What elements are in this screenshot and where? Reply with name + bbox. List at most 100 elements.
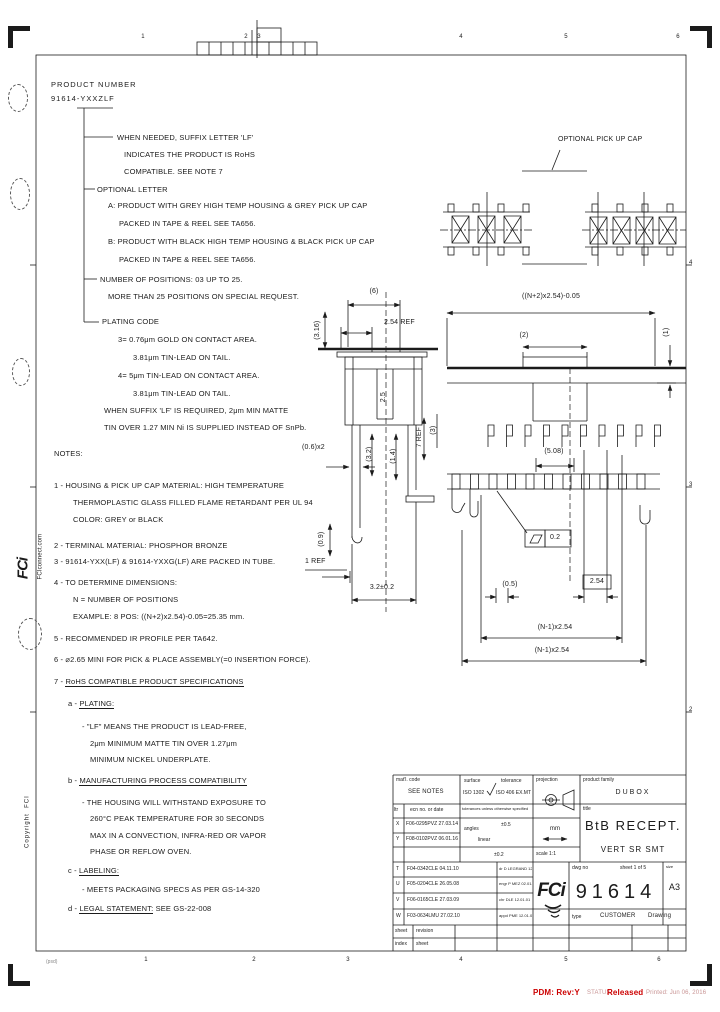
corner-trim-marks	[8, 26, 712, 986]
pick-up-cap-label: OPTIONAL PICK UP CAP	[558, 136, 643, 143]
zone-right-4: 4	[689, 260, 693, 266]
angles-label: angles	[464, 826, 479, 832]
note-7c-text: LABELING:	[79, 866, 120, 876]
scale-label: scale 1:1	[536, 851, 557, 857]
tolerance-note: tolerances unless otherwise specified	[462, 806, 529, 811]
dim-0-6-x2: (0.6)x2	[302, 444, 325, 451]
dim-7-ref: 7 REF	[415, 426, 423, 448]
dim-1: (1)	[662, 327, 670, 337]
note-7b-line: 260°C PEAK TEMPERATURE FOR 30 SECONDS	[90, 814, 265, 823]
type-value: CUSTOMER	[600, 913, 636, 919]
rev-ecn: F06-0295PVZ 27.03.14	[406, 821, 458, 827]
product-number-header: PRODUCT NUMBER	[51, 80, 137, 89]
tolerance-std: ISO 406 EX.MT	[496, 790, 532, 796]
tape-view	[440, 149, 686, 266]
notes-title: NOTES:	[54, 449, 83, 458]
zone-bottom-3: 3	[346, 957, 350, 963]
dwg-number: 91614	[575, 881, 657, 903]
matl-code-label: mat'l. code	[396, 777, 421, 783]
note-7a: a - PLATING:	[68, 699, 115, 709]
approval-role: engr	[499, 882, 508, 886]
type-value2: Drawing	[648, 913, 672, 919]
dim-2-5: 2.5	[379, 392, 387, 403]
plating-line: WHEN SUFFIX 'LF' IS REQUIRED, 2μm MIN MA…	[104, 406, 289, 415]
product-family-label: product family	[583, 777, 615, 783]
dim-n-plus-2: ((N+2)x2.54)-0.05	[522, 293, 580, 300]
pdm-revision-text: PDM: Rev:Y	[533, 988, 580, 997]
rev-ecn: F04-0342CLE 04.11.10	[407, 866, 459, 872]
dim-2: (2)	[519, 332, 529, 339]
optional-letter-title: OPTIONAL LETTER	[97, 185, 168, 194]
product-family-value: DUBOX	[615, 789, 651, 796]
note-1b: THERMOPLASTIC GLASS FILLED FLAME RETARDA…	[73, 498, 313, 507]
approval-date: 02.01.01	[521, 882, 532, 886]
approval-date: 12.01.01	[528, 867, 532, 871]
approval-name: PME	[509, 914, 518, 918]
note-4c: EXAMPLE: 8 POS: ((N+2)x2.54)-0.05=25.35 …	[73, 612, 245, 621]
zone-top-3: 3	[257, 34, 261, 40]
note-7a-line: - "LF" MEANS THE PRODUCT IS LEAD-FREE,	[82, 722, 247, 731]
bottom-revision-label: revision	[416, 928, 434, 934]
note-7b-line: - THE HOUSING WILL WITHSTAND EXPOSURE TO	[82, 798, 266, 807]
approval-date: 12.01.01	[514, 898, 531, 902]
unit-label: mm	[549, 826, 561, 832]
note-7c-line: - MEETS PACKAGING SPECS AS PER GS-14-320	[82, 885, 260, 894]
ecn-header: ecn no. or date	[410, 807, 444, 813]
product-number-value: 91614-YXXZLF	[51, 94, 115, 103]
note-7b-prefix: b -	[68, 776, 80, 785]
approval-date: 12.01.01	[518, 914, 532, 918]
note-7a-prefix: a -	[68, 699, 80, 708]
note-2: 2 - TERMINAL MATERIAL: PHOSPHOR BRONZE	[54, 541, 228, 550]
zone-top-1: 1	[141, 34, 145, 40]
dim-0-5: (0.5)	[502, 581, 518, 588]
flatness-value: 0.2	[550, 534, 561, 541]
zone-top-2: 2	[244, 34, 248, 40]
dim-3-2-tol: 3.2±0.2	[369, 584, 395, 591]
approval-role: chr	[499, 898, 505, 902]
sheet-frame	[30, 30, 692, 952]
bottom-sheet2-label: sheet	[416, 941, 429, 947]
matl-code-value: SEE NOTES	[408, 789, 444, 795]
rev-ltr: W	[396, 913, 401, 919]
approval-row: dr D LEGRAND 12.01.01	[499, 867, 532, 872]
plating-line: 3.81μm TIN-LEAD ON TAIL.	[133, 389, 231, 398]
note-7c-prefix: c -	[68, 866, 80, 875]
sheet-info: sheet 1 of 5	[620, 865, 647, 871]
plating-line: 4= 5μm TIN-LEAD ON CONTACT AREA.	[118, 371, 260, 380]
optional-letter-b2: PACKED IN TAPE & REEL SEE TA656.	[119, 255, 256, 264]
note-7d-text: LEGAL STATEMENT:	[79, 904, 154, 914]
lf-note-line: INDICATES THE PRODUCT IS RoHS	[124, 150, 256, 159]
angles-value: ±0.5	[501, 822, 511, 828]
plating-code-title: PLATING CODE	[102, 317, 160, 326]
dim-n-minus-1-a: (N-1)x2.54	[537, 624, 573, 631]
title-block-grid	[392, 774, 686, 951]
note-7a-line: 2μm MINIMUM MATTE TIN OVER 1.27μm	[90, 739, 238, 748]
side-view	[305, 292, 438, 612]
optional-letter-a: A: PRODUCT WITH GREY HIGH TEMP HOUSING &…	[108, 201, 368, 210]
status-value: Released	[607, 988, 644, 997]
dim-1-ref: 1 REF	[305, 558, 326, 565]
status-label: STATUS:	[587, 990, 613, 996]
rev-ltr: X	[396, 821, 400, 827]
note-7b-line: PHASE OR REFLOW OVEN.	[90, 847, 192, 856]
linear-value: ±0.2	[494, 852, 504, 858]
lf-note-line: COMPATIBLE. SEE NOTE 7	[124, 167, 223, 176]
note-7d-prefix: d -	[68, 904, 80, 913]
zone-right-3: 3	[689, 482, 693, 488]
note-7b-text: MANUFACTURING PROCESS COMPATIBILITY	[79, 776, 247, 786]
fci-logo-margin: FCi	[14, 557, 32, 580]
dim-2-54: 2.54	[589, 578, 605, 585]
approval-role: dr	[499, 867, 503, 871]
optional-letter-a2: PACKED IN TAPE & REEL SEE TA656.	[119, 219, 256, 228]
projection-label: projection	[536, 777, 558, 783]
dim-3: (3)	[429, 425, 437, 435]
rev-ltr: U	[396, 881, 400, 887]
punch-mark	[10, 178, 30, 210]
bottom-sheet-label: sheet	[395, 928, 408, 934]
approval-name: DLE	[505, 898, 514, 902]
approval-row: appd PME 12.01.01	[499, 914, 532, 919]
printed-date: Printed: Jun 06, 2016	[646, 990, 707, 996]
note-7c: c - LABELING:	[68, 866, 120, 876]
plating-line: 3= 0.76μm GOLD ON CONTACT AREA.	[118, 335, 257, 344]
